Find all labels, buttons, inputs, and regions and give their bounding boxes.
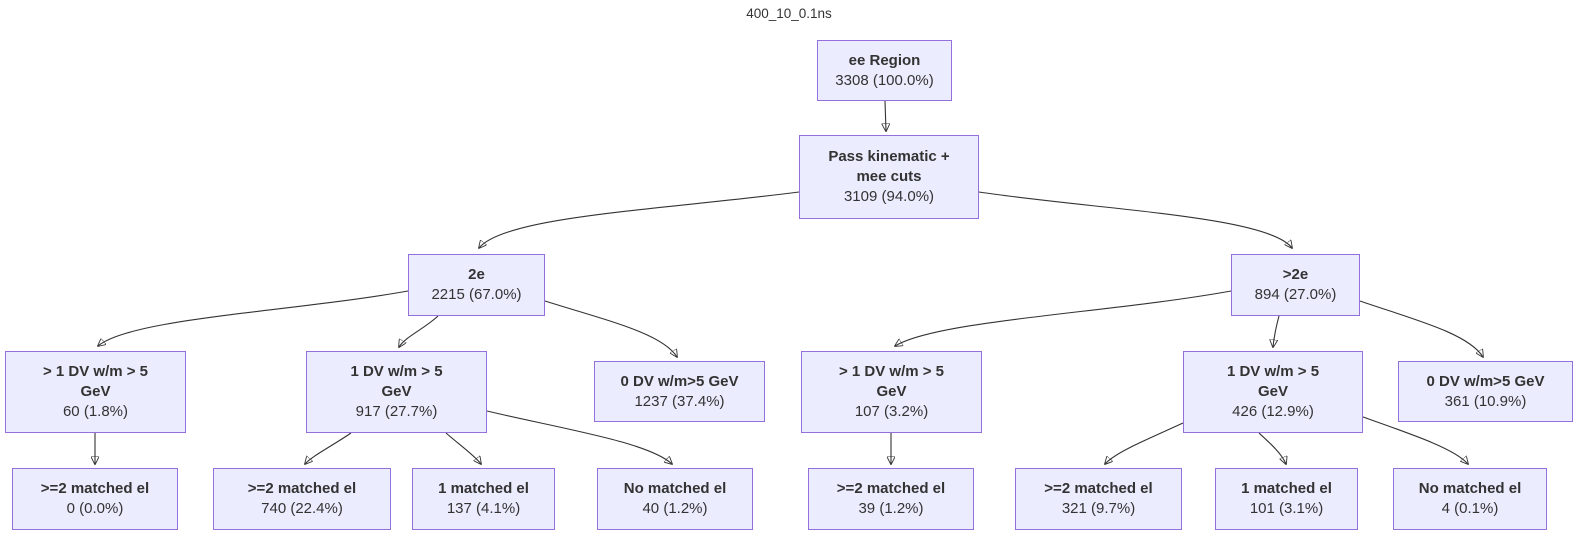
node-2e-1dv-nomatched: No matched el 40 (1.2%) [597, 468, 753, 530]
node-label: No matched el [623, 480, 727, 497]
node-gt2e-0dv: 0 DV w/m>5 GeV 361 (10.9%) [1398, 361, 1573, 422]
node-count: 426 (12.9%) [1232, 403, 1314, 420]
edge-2e-to-1dv [399, 315, 439, 347]
edge-gt2e-to-0dv [1359, 300, 1483, 357]
node-count: 894 (27.0%) [1254, 286, 1337, 303]
node-2e-1dv: 1 DV w/m > 5 GeV 917 (27.7%) [306, 351, 487, 433]
node-count: 4 (0.1%) [1441, 500, 1499, 517]
edge-cuts-to-2e [479, 191, 800, 248]
node-label: 0 DV w/m>5 GeV [1426, 372, 1545, 390]
node-gt2e-1dv-ge2matched: >=2 matched el 321 (9.7%) [1015, 468, 1182, 530]
node-label: No matched el [1418, 480, 1522, 497]
node-pass-kinematic: Pass kinematic + mee cuts 3109 (94.0%) [799, 135, 979, 219]
node-count: 740 (22.4%) [261, 500, 343, 517]
edge-2e-to-0dv [544, 300, 677, 357]
edge-gt2e-1dv-to-nom [1362, 416, 1468, 464]
node-gt2e-gt1dv: > 1 DV w/m > 5 GeV 107 (3.2%) [801, 351, 982, 433]
node-label: > 1 DV w/m > 5 GeV [838, 363, 945, 400]
node-2e: 2e 2215 (67.0%) [408, 254, 545, 316]
node-count: 917 (27.7%) [355, 403, 438, 420]
edge-cuts-to-gt2e [978, 191, 1292, 248]
node-2e-gt1dv-ge2matched: >=2 matched el 0 (0.0%) [12, 468, 178, 530]
node-label: 1 DV w/m > 5 GeV [350, 363, 443, 400]
node-label: >=2 matched el [247, 480, 357, 497]
node-count: 2215 (67.0%) [431, 286, 522, 303]
node-count: 0 (0.0%) [66, 500, 124, 517]
node-gt2e-1dv-1matched: 1 matched el 101 (3.1%) [1215, 468, 1358, 530]
node-count: 3308 (100.0%) [835, 71, 934, 89]
node-label: >=2 matched el [40, 480, 150, 497]
edge-root-to-cuts [885, 100, 886, 131]
edge-2e-to-gt1dv [98, 290, 409, 346]
diagram-title: 400_10_0.1ns [746, 6, 832, 21]
node-2e-0dv: 0 DV w/m>5 GeV 1237 (37.4%) [594, 361, 765, 422]
node-ee-region: ee Region 3308 (100.0%) [817, 40, 952, 101]
node-label: 1 DV w/m > 5 GeV [1226, 363, 1320, 400]
node-label: 2e [468, 266, 485, 283]
node-2e-1dv-ge2matched: >=2 matched el 740 (22.4%) [213, 468, 391, 530]
edge-gt2e-to-1dv [1273, 315, 1280, 347]
node-gt2e-1dv-nomatched: No matched el 4 (0.1%) [1393, 468, 1547, 530]
node-label: Pass kinematic + mee cuts [828, 148, 950, 185]
node-gt2e-gt1dv-ge2matched: >=2 matched el 39 (1.2%) [808, 468, 974, 530]
node-gt2e-1dv: 1 DV w/m > 5 GeV 426 (12.9%) [1183, 351, 1363, 433]
node-label: > 1 DV w/m > 5 GeV [42, 363, 149, 400]
node-count: 39 (1.2%) [858, 500, 924, 517]
node-count: 137 (4.1%) [446, 500, 521, 517]
node-count: 361 (10.9%) [1444, 392, 1527, 410]
edge-gt2e-1dv-to-ge2 [1105, 422, 1184, 464]
edge-gt2e-1dv-to-1m [1258, 432, 1286, 464]
node-gt2e: >2e 894 (27.0%) [1231, 254, 1360, 316]
node-label: ee Region [848, 51, 921, 69]
node-count: 321 (9.7%) [1061, 500, 1136, 517]
node-count: 107 (3.2%) [854, 403, 929, 420]
node-2e-1dv-1matched: 1 matched el 137 (4.1%) [412, 468, 555, 530]
edge-2e-1dv-to-nom [486, 410, 672, 464]
node-label: 1 matched el [438, 480, 529, 497]
node-label: >=2 matched el [836, 480, 946, 497]
node-count: 101 (3.1%) [1249, 500, 1324, 517]
edge-gt2e-to-gt1dv [895, 290, 1232, 346]
node-label: 0 DV w/m>5 GeV [620, 372, 739, 390]
node-label: >=2 matched el [1044, 480, 1153, 497]
node-count: 60 (1.8%) [62, 403, 129, 420]
node-label: 1 matched el [1241, 480, 1332, 497]
edge-2e-1dv-to-1m [445, 432, 481, 464]
node-count: 1237 (37.4%) [634, 392, 725, 410]
edge-2e-1dv-to-ge2 [305, 432, 352, 464]
node-count: 3109 (94.0%) [843, 188, 935, 205]
node-count: 40 (1.2%) [642, 500, 708, 517]
node-2e-gt1dv: > 1 DV w/m > 5 GeV 60 (1.8%) [5, 351, 186, 433]
node-label: >2e [1282, 266, 1309, 283]
